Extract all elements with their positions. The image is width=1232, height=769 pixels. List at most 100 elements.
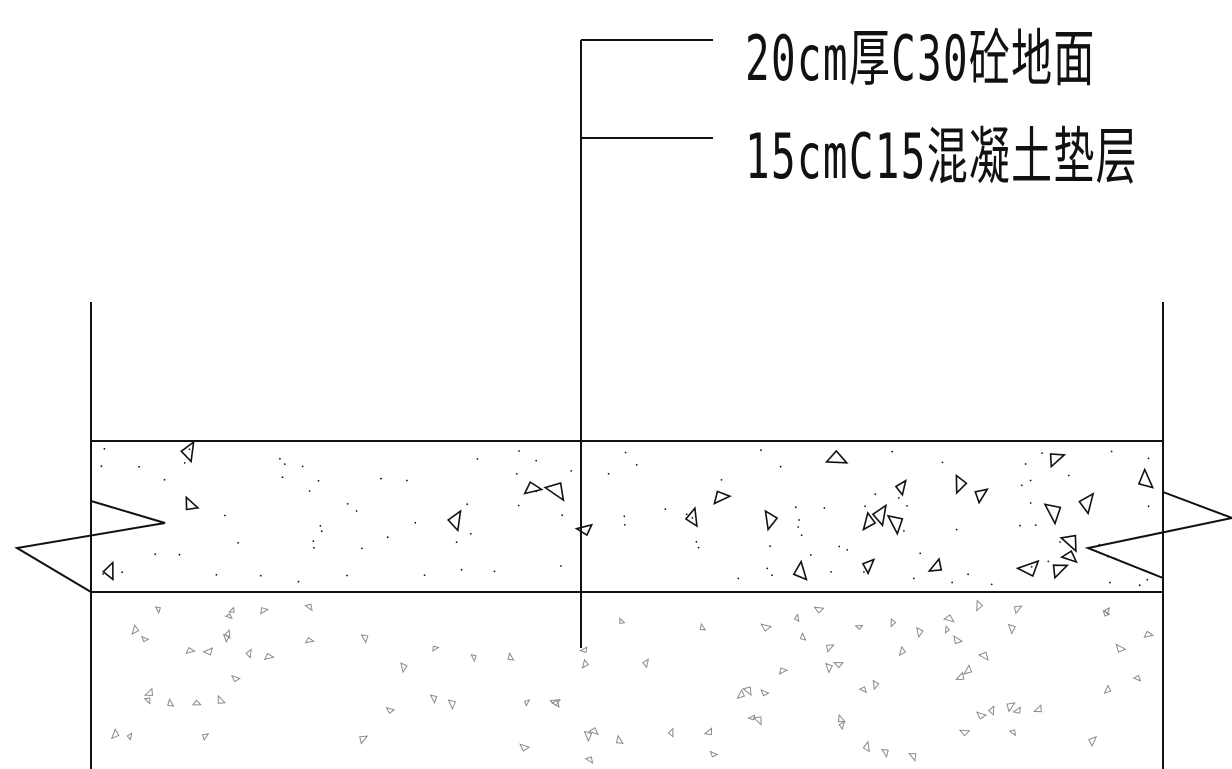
aggregate-triangle [523, 480, 544, 495]
aggregate-triangle [792, 559, 808, 581]
cushion-aggregate-triangle [703, 727, 712, 736]
cushion-aggregate-triangle [1007, 623, 1016, 635]
aggregate-dot [766, 567, 769, 570]
outline-lines [14, 39, 1232, 769]
cushion-layer-hatch [110, 599, 1155, 765]
aggregate-dot [1147, 505, 1150, 508]
aggregate-dot [1109, 581, 1111, 584]
aggregate-triangle [974, 488, 989, 505]
cushion-aggregate-triangle [470, 653, 477, 663]
aggregate-dot [308, 490, 311, 492]
aggregate-dot [607, 472, 610, 475]
aggregate-triangle [861, 558, 876, 576]
aggregate-triangle [764, 509, 779, 532]
cushion-aggregate-triangle [263, 652, 275, 661]
aggregate-dot [846, 549, 849, 551]
aggregate-triangle [927, 557, 943, 572]
cushion-aggregate-triangle [447, 699, 457, 711]
aggregate-dot [874, 493, 877, 496]
cushion-aggregate-triangle [154, 606, 161, 614]
cushion-aggregate-triangle [1033, 704, 1042, 713]
aggregate-dot [380, 477, 382, 480]
cushion-aggregate-triangle [824, 662, 834, 674]
left-break-line [14, 500, 166, 593]
cushion-aggregate-triangle [523, 699, 531, 707]
aggregate-dot [570, 470, 573, 472]
cushion-aggregate-triangle [872, 679, 880, 691]
cushion-aggregate-triangle [1006, 702, 1016, 713]
aggregate-triangle [824, 449, 849, 464]
aggregate-dot [903, 530, 905, 532]
aggregate-triangle [185, 495, 200, 511]
cushion-aggregate-triangle [667, 727, 674, 738]
aggregate-dot [1029, 479, 1032, 482]
aggregate-triangle [543, 481, 565, 502]
aggregate-triangle [894, 479, 907, 497]
cushion-aggregate-triangle [615, 734, 624, 745]
aggregate-dot [1059, 541, 1061, 543]
cushion-aggregate-triangle [191, 699, 202, 706]
aggregate-dot [1106, 555, 1109, 558]
aggregate-dot [1030, 566, 1033, 568]
cushion-aggregate-triangle [709, 750, 719, 758]
aggregate-triangle [871, 503, 888, 528]
cushion-aggregate-triangle [224, 613, 233, 620]
cushion-aggregate-triangle [126, 732, 133, 741]
aggregate-triangle [1078, 492, 1095, 516]
cushion-aggregate-triangle [826, 644, 835, 653]
aggregate-dot [1034, 524, 1037, 526]
aggregate-triangle [1049, 453, 1067, 469]
aggregate-dot [386, 536, 389, 539]
cushion-aggregate-triangle [838, 720, 846, 731]
aggregate-dot [455, 541, 458, 544]
cushion-aggregate-triangle [799, 632, 807, 641]
cushion-aggregate-triangle [858, 686, 868, 694]
aggregate-dot [100, 465, 103, 468]
aggregate-dot [102, 573, 104, 575]
aggregate-dot [1147, 457, 1150, 460]
cushion-aggregate-triangle [881, 748, 889, 759]
cushion-aggregate-triangle [507, 652, 515, 661]
aggregate-dot [259, 574, 262, 577]
cushion-aggregate-triangle [793, 613, 800, 623]
cushion-aggregate-triangle [550, 700, 560, 709]
aggregate-dot [103, 447, 106, 450]
cushion-aggregate-triangle [359, 735, 369, 745]
cushion-aggregate-triangle [736, 688, 746, 700]
cushion-aggregate-triangle [1103, 684, 1112, 695]
aggregate-dot [868, 569, 870, 571]
aggregate-dot [830, 571, 832, 573]
aggregate-dot [414, 521, 417, 524]
cushion-aggregate-triangle [201, 733, 210, 742]
aggregate-dot [346, 574, 348, 577]
aggregate-dot [769, 545, 771, 548]
aggregate-dot [1065, 557, 1067, 560]
cushion-aggregate-triangle [432, 645, 440, 652]
cushion-aggregate-triangle [837, 713, 846, 723]
cushion-aggregate-triangle [963, 664, 973, 675]
cushion-aggregate-triangle [1143, 630, 1155, 638]
cushion-aggregate-triangle [588, 727, 599, 736]
aggregate-dot [138, 465, 141, 468]
cushion-aggregate-triangle [699, 622, 707, 631]
cushion-aggregate-triangle [1012, 706, 1021, 714]
aggregate-dot [423, 574, 426, 576]
aggregate-dot [897, 497, 900, 499]
aggregate-dot [215, 573, 218, 576]
aggregate-dot [635, 464, 638, 466]
concrete-slab-hatch [100, 440, 1155, 587]
cushion-aggregate-triangle [245, 648, 252, 659]
aggregate-dot [941, 461, 944, 464]
aggregate-dot [685, 513, 688, 516]
aggregate-dot [283, 463, 286, 465]
aggregate-dot [1114, 557, 1117, 560]
aggregate-dot [178, 553, 181, 556]
aggregate-dot [697, 546, 700, 549]
aggregate-dot [312, 540, 315, 542]
aggregate-dot [1110, 450, 1113, 453]
aggregate-dot [779, 465, 782, 468]
aggregate-dot [1029, 502, 1032, 504]
aggregate-dot [919, 552, 922, 555]
cushion-aggregate-triangle [217, 694, 226, 704]
